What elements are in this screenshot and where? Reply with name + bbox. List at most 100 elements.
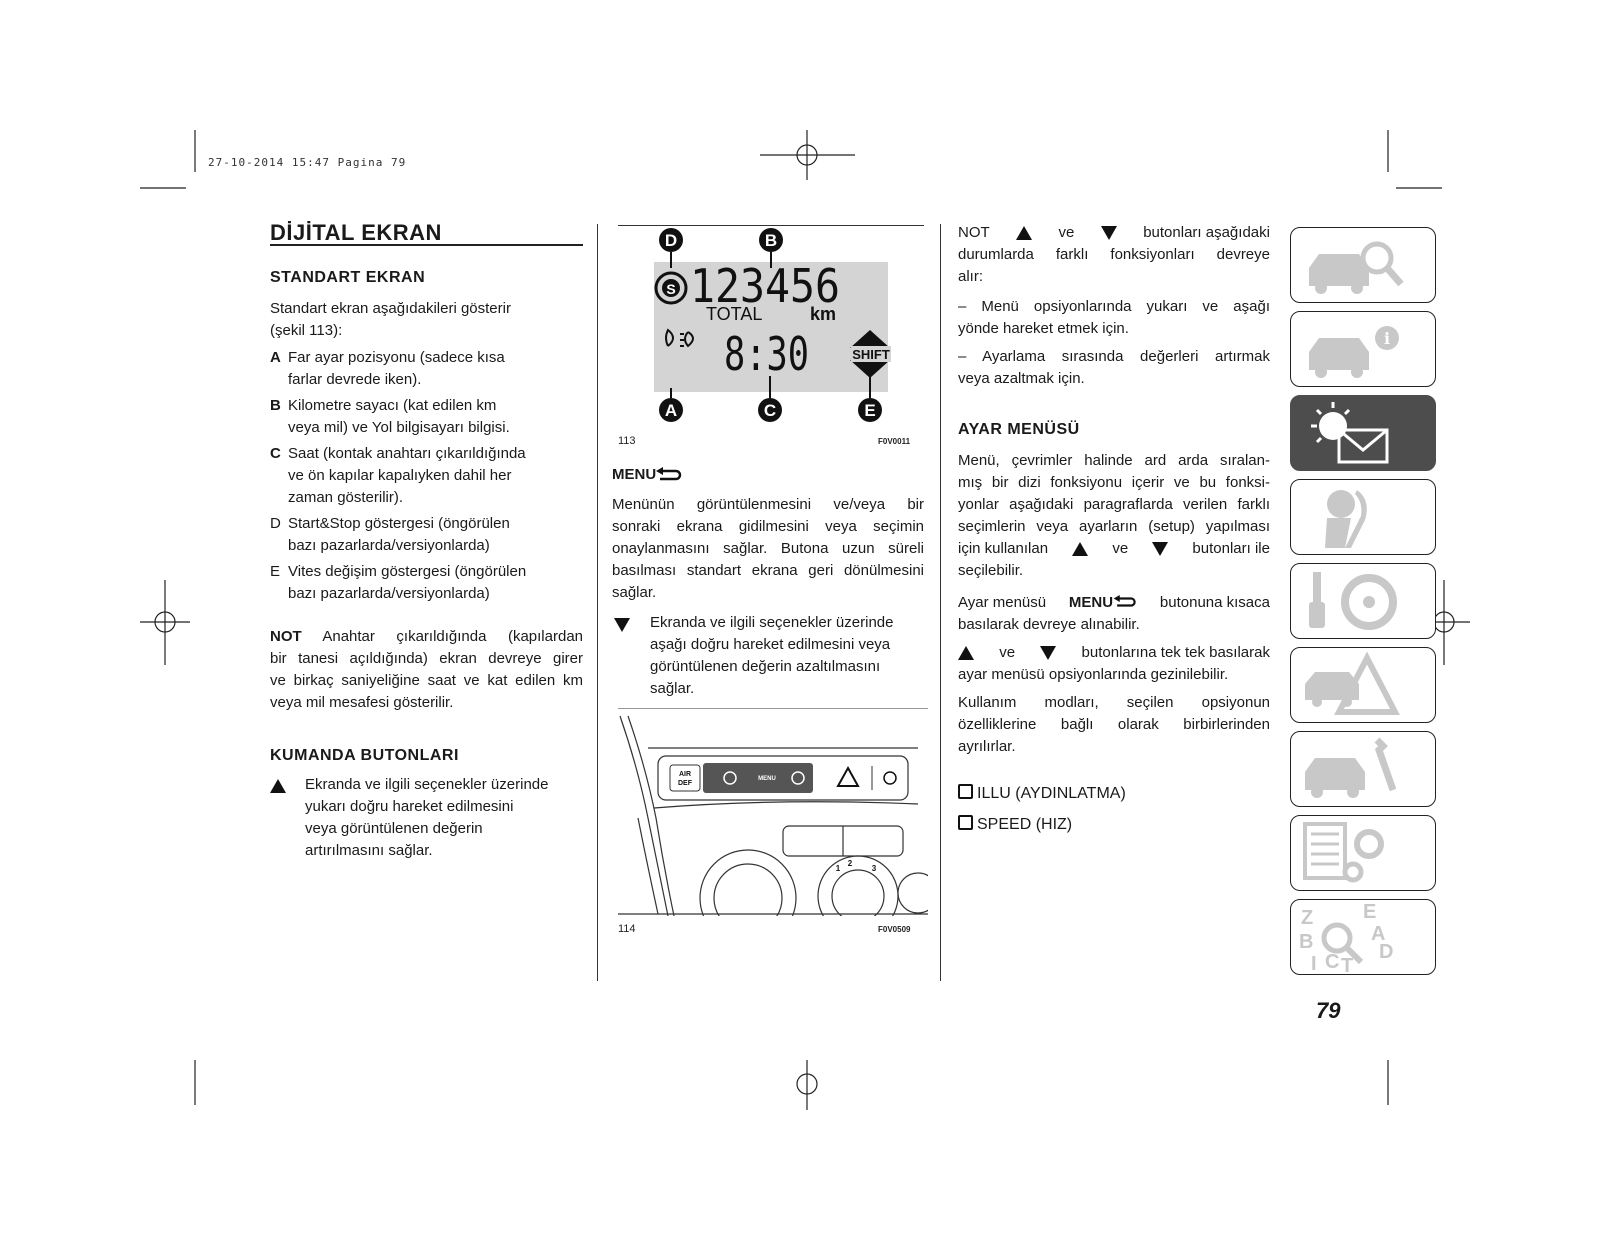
ayar-paragraph-1: Menü, çevrimler halinde ard arda sıralan… <box>958 450 1270 582</box>
standart-intro-line: (şekil 113): <box>270 322 343 339</box>
up-arrow-icon <box>270 779 286 793</box>
desc-line: yukarı doğru hareket edilmesini <box>305 798 514 815</box>
down-arrow-icon <box>1040 646 1057 660</box>
ayar-line: ve <box>1112 540 1129 557</box>
checkbox-icon <box>958 784 973 799</box>
legend-key: E <box>270 563 281 580</box>
desc-line: görüntülenen değerin azaltılmasını <box>650 658 881 675</box>
tab-car-warning[interactable] <box>1290 647 1436 723</box>
option-label: SPEED (HIZ) <box>977 816 1073 833</box>
ayar-paragraph-4: Kullanım modları, seçilen opsiyonun özel… <box>958 692 1270 758</box>
up-arrow-icon <box>1016 226 1033 240</box>
car-wrench-icon <box>1305 737 1397 798</box>
up-arrow-icon <box>1072 542 1089 556</box>
callout-b: B <box>759 228 783 252</box>
total-label: TOTAL <box>706 304 762 324</box>
title-underline <box>270 244 583 246</box>
page-title: DİJİTAL EKRAN <box>270 220 442 245</box>
desc-line: sağlar. <box>650 680 695 697</box>
note-text: veya mil mesafesi gösterilir. <box>270 694 454 711</box>
figure-114-code: F0V0509 <box>878 925 911 934</box>
ayar-line: mış bir dizi fonksiyonu içerir ve bu fon… <box>958 474 1270 491</box>
menu-label: MENU <box>612 466 682 483</box>
tab-key-steering[interactable] <box>1290 563 1436 639</box>
menu-description: Menünün görüntülenmesini ve/veya bir son… <box>612 494 924 604</box>
svg-text:AIR: AIR <box>679 771 691 778</box>
menu-label-text: MENU <box>612 466 657 483</box>
airbag-seat-icon <box>1325 490 1367 548</box>
print-stamp: 27-10-2014 15:47 Pagina 79 <box>208 156 407 169</box>
svg-text:B: B <box>765 231 777 250</box>
tab-light-message[interactable] <box>1290 395 1436 471</box>
clock-readout: 8:30 <box>724 327 809 381</box>
down-arrow-icon <box>1100 226 1117 240</box>
figure-113-top-rule <box>618 225 924 226</box>
note-paragraph: NOT Anahtar çıkarıldığında (kapılardan b… <box>270 626 583 714</box>
dash-line: – Ayarlama sırasında değerleri artırmak <box>958 348 1270 365</box>
dash-line: – Menü opsiyonlarında yukarı ve aşağı <box>958 298 1270 315</box>
ayar-line: butonlarına tek tek basılarak <box>1081 644 1270 661</box>
svg-text:A: A <box>665 401 677 420</box>
return-arrow-icon <box>656 467 682 481</box>
figure-113-display: S 123456 TOTAL km 8:30 SHIFT D B A C E <box>654 228 891 422</box>
ayar-line: ve <box>999 644 1016 661</box>
right-note-tail: butonları aşağıdaki <box>1143 224 1270 241</box>
standart-intro-line: Standart ekran aşağıdakileri gösterir <box>270 300 511 317</box>
ayar-line: butonuna kısaca <box>1159 594 1270 611</box>
page-number: 79 <box>1316 998 1341 1023</box>
down-arrow-icon <box>614 618 630 632</box>
car-search-icon <box>1309 241 1404 294</box>
svg-text:E: E <box>1363 901 1376 923</box>
svg-text:S: S <box>666 281 675 297</box>
menu-desc-line: sonraki ekrana gidilmesini veya seçimin <box>612 518 924 535</box>
note-text: bir tanesi açıldığında) ekran devreye gi… <box>270 650 583 667</box>
option-speed: SPEED (HIZ) <box>958 815 1072 834</box>
svg-text:I: I <box>1311 953 1317 974</box>
return-arrow-icon <box>1113 595 1136 607</box>
legend-text: ve ön kapılar kapalıyken dahil her <box>288 467 512 484</box>
svg-text:DEF: DEF <box>678 780 693 787</box>
figure-113-number: 113 <box>618 435 636 447</box>
tab-car-search[interactable] <box>1290 227 1436 303</box>
section-heading-kumanda: KUMANDA BUTONLARI <box>270 747 459 764</box>
svg-text:C: C <box>1325 951 1339 973</box>
callout-a: A <box>659 398 683 422</box>
down-arrow-icon <box>1152 542 1169 556</box>
car-warning-icon <box>1305 651 1400 715</box>
svg-text:2: 2 <box>848 859 853 868</box>
svg-text:T: T <box>1341 955 1353 974</box>
ayar-line: butonları ile <box>1192 540 1270 557</box>
svg-text:Z: Z <box>1301 907 1313 929</box>
desc-line: artırılmasını sağlar. <box>305 842 433 859</box>
ayar-line: seçimlerin veya ayarların (setup) yapılm… <box>958 518 1270 535</box>
callout-d: D <box>659 228 683 252</box>
right-note-label: NOT <box>958 224 990 241</box>
legend-text: Kilometre sayacı (kat edilen km <box>288 397 497 414</box>
ayar-line: özelliklerine bağlı olarak birbirlerinde… <box>958 716 1270 733</box>
control-button-strip: AIR DEF MENU <box>669 763 897 793</box>
option-label: ILLU (AYDINLATMA) <box>977 785 1126 802</box>
callout-e: E <box>858 398 882 422</box>
svg-text:1: 1 <box>836 864 841 873</box>
tab-airbag[interactable] <box>1290 479 1436 555</box>
ayar-paragraph-2: Ayar menüsü MENU butonuna kısaca basılar… <box>958 592 1270 636</box>
svg-text:C: C <box>764 401 776 420</box>
desc-line: Ekranda ve ilgili seçenekler üzerinde <box>305 776 549 793</box>
tab-document-gears[interactable] <box>1290 815 1436 891</box>
svg-text:D: D <box>1379 941 1393 963</box>
start-stop-icon: S <box>654 271 688 305</box>
note-text: Anahtar çıkarıldığında (kapılardan <box>322 628 584 645</box>
legend-key: D <box>270 515 281 532</box>
tab-car-wrench[interactable] <box>1290 731 1436 807</box>
menu-desc-line: onaylanmasını sağlar. Butona uzun süreli <box>612 540 924 557</box>
legend-text: Far ayar pozisyonu (sadece kısa <box>288 349 505 366</box>
dash-item-1: – Menü opsiyonlarında yukarı ve aşağı yö… <box>958 296 1270 340</box>
dash-line: yönde hareket etmek için. <box>958 320 1129 337</box>
km-unit: km <box>810 304 836 324</box>
tab-car-info[interactable]: i <box>1290 311 1436 387</box>
